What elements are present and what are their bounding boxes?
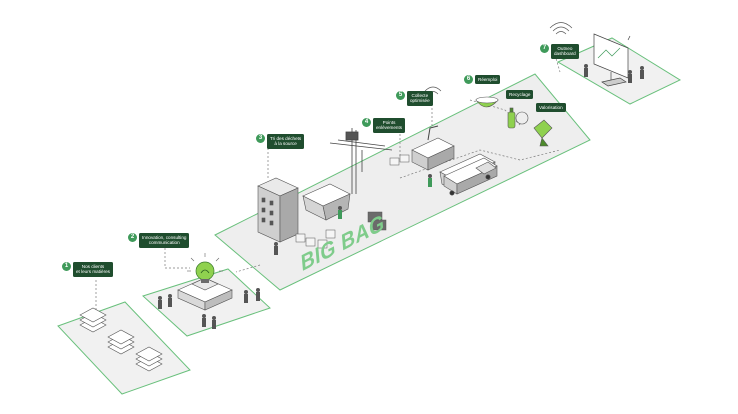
recycling-label: Recyclage: [506, 90, 534, 100]
truck-icon: [443, 157, 498, 196]
platform-site: [214, 73, 591, 291]
monitor-icon: [593, 33, 631, 87]
innovation-building: [177, 277, 233, 311]
step-number: 2: [128, 233, 137, 242]
step-label: Points enlèvements: [373, 118, 406, 133]
step-label: Collecte optimisée: [407, 91, 433, 106]
step-number: 5: [396, 91, 405, 100]
step-label: Réemploi: [475, 75, 501, 85]
step-number: 3: [256, 134, 265, 143]
sorting-machine: [411, 125, 455, 171]
crane-icon: [329, 128, 393, 194]
step-number: 6: [464, 75, 473, 84]
person-icon: [158, 64, 644, 329]
valorisation-label: Valorisation: [536, 103, 566, 113]
step-number: 7: [540, 44, 549, 53]
step-number: 1: [62, 262, 71, 271]
step-label: Tri des déchets à la source: [267, 134, 305, 149]
lightbulb-icon: [187, 253, 223, 283]
step-5-callout: 5 Collecte optimisée: [396, 91, 433, 106]
step-number: 4: [362, 118, 371, 127]
step-label: Outneo dashboard: [551, 44, 579, 59]
step-3-callout: 3 Tri des déchets à la source: [256, 134, 305, 149]
reuse-bowl: [475, 96, 499, 108]
step-4-callout: 4 Points enlèvements: [362, 118, 406, 133]
step-1-callout: 1 Nos clients et leurs matières: [62, 262, 113, 277]
recycling-callout: Recyclage: [506, 90, 534, 100]
step-label: Nos clients et leurs matières: [73, 262, 113, 277]
waste-crates: [295, 154, 410, 249]
building-icon: [257, 177, 299, 243]
step-2-callout: 2 Innovation, consulting communication: [128, 233, 190, 248]
recycling-bottle: [507, 107, 529, 129]
step-label: Innovation, consulting communication: [139, 233, 190, 248]
valorisation-callout: Valorisation: [536, 103, 566, 113]
material-stacks: [79, 307, 163, 372]
step-6-callout: 6 Réemploi: [464, 75, 501, 85]
valorisation-icon: [533, 119, 553, 147]
step-7-callout: 7 Outneo dashboard: [540, 44, 579, 59]
